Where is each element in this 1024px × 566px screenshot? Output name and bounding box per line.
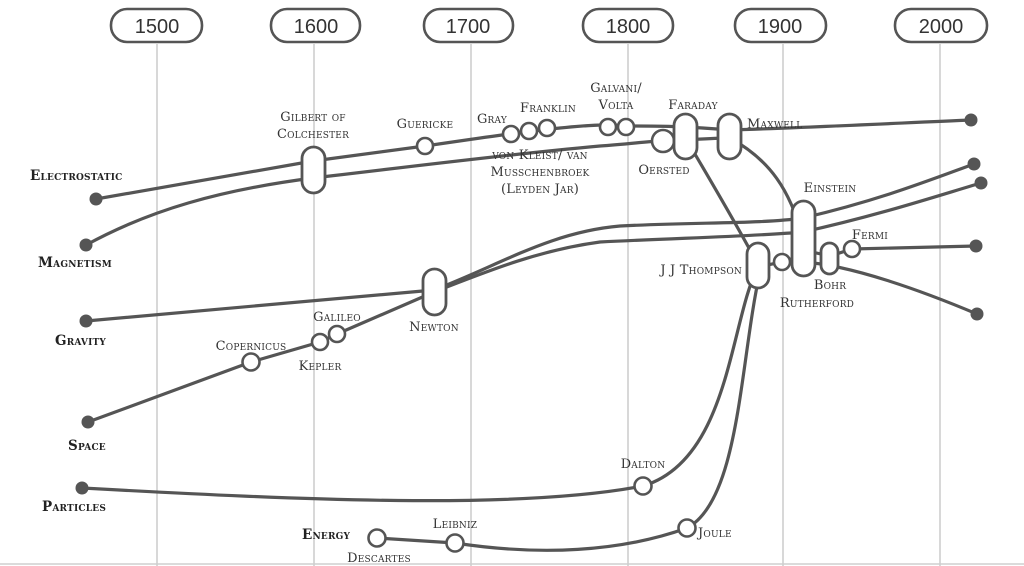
franklin-node-2 [537,118,557,138]
category-space: Space [68,438,106,454]
label-galvani-line2: Volta [597,98,633,113]
label-faraday: Faraday [668,98,718,113]
particle-branch-end-dot [970,307,984,321]
gilbert-node [300,145,327,195]
particles-start-dot [75,481,89,495]
einstein-node [790,199,817,278]
gray-node [501,124,521,144]
scientist-labels: Gilbert of Colchester Guericke Gray Fran… [216,81,889,566]
thompson-node [745,241,771,290]
magnetism-start-dot [79,238,93,252]
joule-node [677,518,697,538]
category-particles: Particles [42,499,106,515]
label-leibniz: Leibniz [433,517,477,532]
magnetism-line [84,136,732,247]
descartes-node [367,528,387,548]
label-gilbert-line2: Colchester [277,127,349,142]
year-label-1900: 1900 [758,16,803,38]
label-copernicus: Copernicus [216,339,287,354]
label-galvani-line1: Galvani/ [590,81,642,96]
year-box-1700 [422,7,515,44]
faraday-node [672,112,699,161]
label-kleist-line2: Musschenbroek [491,165,590,180]
label-fermi: Fermi [852,228,888,243]
label-newton: Newton [409,320,459,335]
year-box-1500 [109,7,204,44]
particles-line [80,253,805,503]
fermi-end-dot [969,239,983,253]
category-energy: Energy [302,527,351,543]
space-line [86,181,983,424]
fermi-node [842,239,862,259]
year-label-1700: 1700 [446,16,491,38]
year-box-1800 [581,7,675,44]
franklin-node-1 [519,121,539,141]
category-electrostatic: Electrostatic [30,168,123,184]
galvani-node [598,117,618,137]
scientist-nodes [241,112,862,553]
year-box-1600 [269,7,362,44]
newton-node [421,267,448,317]
maxwell-node [716,112,743,161]
endpoint-dots [75,113,988,495]
year-label-2000: 2000 [919,16,964,38]
label-joule: Joule [696,526,732,541]
gravity-line-upper [84,162,976,323]
label-gilbert-line1: Gilbert of [280,110,345,125]
label-kepler: Kepler [299,359,342,374]
category-magnetism: Magnetism [38,255,112,271]
space-end-dot [974,176,988,190]
fermi-line [801,244,978,258]
year-label-1600: 1600 [294,16,339,38]
galileo-node [327,324,347,344]
label-gray: Gray [477,112,508,127]
label-descartes: Descartes [347,551,411,566]
space-start-dot [81,415,95,429]
label-galileo: Galileo [313,310,361,325]
oersted-node [650,128,676,154]
label-kleist-line1: von Kleist/ van [491,148,587,163]
century-gridlines [0,44,1024,566]
label-oersted: Oersted [638,163,689,178]
rutherford-node [772,252,792,272]
kepler-node [310,332,330,352]
label-einstein: Einstein [804,181,857,196]
timeline-year-labels: 1500 1600 1700 1800 1900 2000 [109,7,989,44]
label-rutherford: Rutherford [780,296,854,311]
label-maxwell: Maxwell [747,117,802,132]
electrostatic-end-dot [964,113,978,127]
bohr-node [819,241,840,276]
label-thompson: J J Thompson [658,263,742,278]
label-bohr: Bohr [814,278,846,293]
year-box-1900 [733,7,828,44]
label-guericke: Guericke [397,117,454,132]
guericke-node [415,136,435,156]
dalton-node [633,476,653,496]
volta-node [616,117,636,137]
electrostatic-start-dot [89,192,103,206]
gravity-start-dot [79,314,93,328]
label-kleist-line3: (Leyden Jar) [501,182,579,197]
year-label-1800: 1800 [606,16,651,38]
category-gravity: Gravity [55,333,106,349]
year-label-1500: 1500 [135,16,180,38]
label-franklin: Franklin [520,101,576,116]
year-box-2000 [893,7,989,44]
gravity-end-dot [967,157,981,171]
copernicus-node [241,352,261,372]
category-labels: Electrostatic Magnetism Gravity Space Pa… [30,168,351,543]
label-dalton: Dalton [621,457,666,472]
leibniz-node [445,533,465,553]
